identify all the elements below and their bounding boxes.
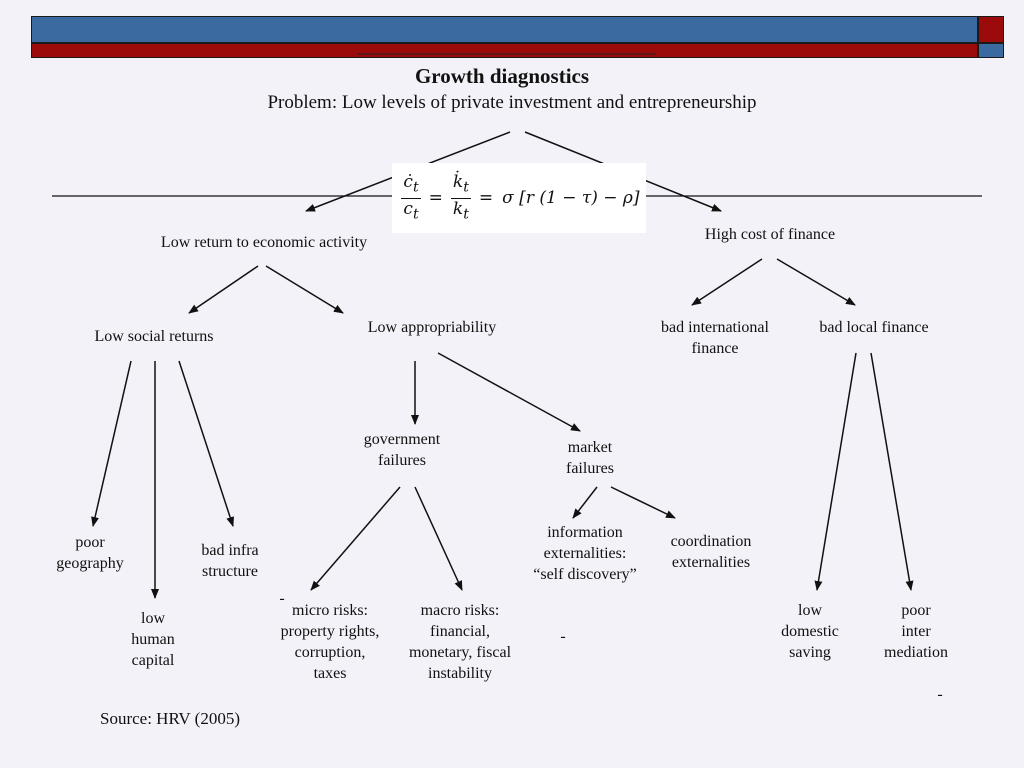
mark-middle: - bbox=[560, 628, 566, 645]
header-square-blue bbox=[978, 43, 1004, 58]
eq-mid-den: k bbox=[452, 198, 464, 219]
eq-mid-num: k̇ bbox=[452, 172, 464, 193]
node-govt-failures: government failures bbox=[363, 431, 441, 469]
arrow-market-to-coord bbox=[610, 486, 676, 519]
arrow-low-return-to-low-approp bbox=[265, 265, 344, 314]
node-poor-intermediation: poor inter mediation bbox=[884, 602, 948, 661]
eq-lhs-num: ċ bbox=[403, 172, 413, 193]
arrow-govt-to-micro bbox=[310, 486, 401, 591]
node-market-failures: market failures bbox=[566, 439, 614, 477]
eq-lhs-num-sub: t bbox=[412, 179, 419, 196]
eq-equals-2: = bbox=[478, 188, 494, 208]
node-bad-intl: bad international finance bbox=[661, 319, 769, 357]
arrow-low-social-to-poor-geo bbox=[91, 360, 132, 527]
equation-mid-fraction: k̇t kt bbox=[450, 172, 471, 224]
node-low-social: Low social returns bbox=[94, 328, 214, 345]
eq-rhs: σ [r (1 − τ) − ρ] bbox=[502, 188, 640, 208]
mark-right: - bbox=[937, 686, 943, 703]
arrow-high-cost-to-bad-local bbox=[776, 258, 856, 306]
node-high-cost: High cost of finance bbox=[704, 226, 836, 243]
header-square-red bbox=[978, 16, 1004, 43]
eq-equals-1: = bbox=[428, 188, 443, 208]
page-title: Growth diagnostics bbox=[414, 64, 590, 88]
arrow-bad-local-to-low-saving bbox=[814, 352, 857, 591]
node-bad-local: bad local finance bbox=[819, 319, 929, 336]
source-note: Source: HRV (2005) bbox=[100, 709, 240, 728]
node-information-externalities: information externalities: “self discove… bbox=[533, 524, 637, 583]
header-bar-red bbox=[31, 43, 978, 58]
node-coordination-externalities: coordination externalities bbox=[670, 533, 752, 571]
arrow-market-to-info bbox=[572, 486, 598, 519]
arrow-high-cost-to-bad-intl bbox=[691, 258, 763, 306]
eq-lhs-den: c bbox=[403, 198, 413, 219]
page-subtitle: Problem: Low levels of private investmen… bbox=[267, 92, 757, 113]
arrow-low-social-to-bad-infra bbox=[178, 360, 235, 527]
node-micro-risks: micro risks: property rights, corruption… bbox=[280, 602, 380, 682]
growth-equation: ċt ct = k̇t kt = σ [r (1 − τ) − ρ] bbox=[392, 163, 646, 233]
mark-micro: - bbox=[279, 590, 285, 607]
eq-mid-den-sub: t bbox=[463, 205, 469, 222]
arrow-bad-local-to-poor-inter bbox=[870, 352, 914, 591]
node-low-approp: Low appropriability bbox=[367, 319, 497, 336]
arrow-low-approp-to-market bbox=[437, 352, 581, 432]
node-bad-infra: bad infra structure bbox=[201, 542, 259, 580]
node-poor-geography: poor geography bbox=[56, 534, 124, 572]
equation-lhs-fraction: ċt ct bbox=[401, 172, 421, 224]
node-macro-risks: macro risks: financial, monetary, fiscal… bbox=[408, 602, 512, 682]
node-low-domestic-saving: low domestic saving bbox=[781, 602, 839, 661]
header-bar-blue bbox=[31, 16, 978, 43]
node-low-human-capital: low human capital bbox=[131, 610, 175, 669]
eq-mid-num-sub: t bbox=[463, 179, 469, 196]
arrow-govt-to-macro bbox=[414, 486, 463, 591]
arrow-low-return-to-low-social bbox=[188, 265, 259, 314]
eq-lhs-den-sub: t bbox=[412, 205, 419, 222]
node-low-return: Low return to economic activity bbox=[160, 234, 368, 251]
